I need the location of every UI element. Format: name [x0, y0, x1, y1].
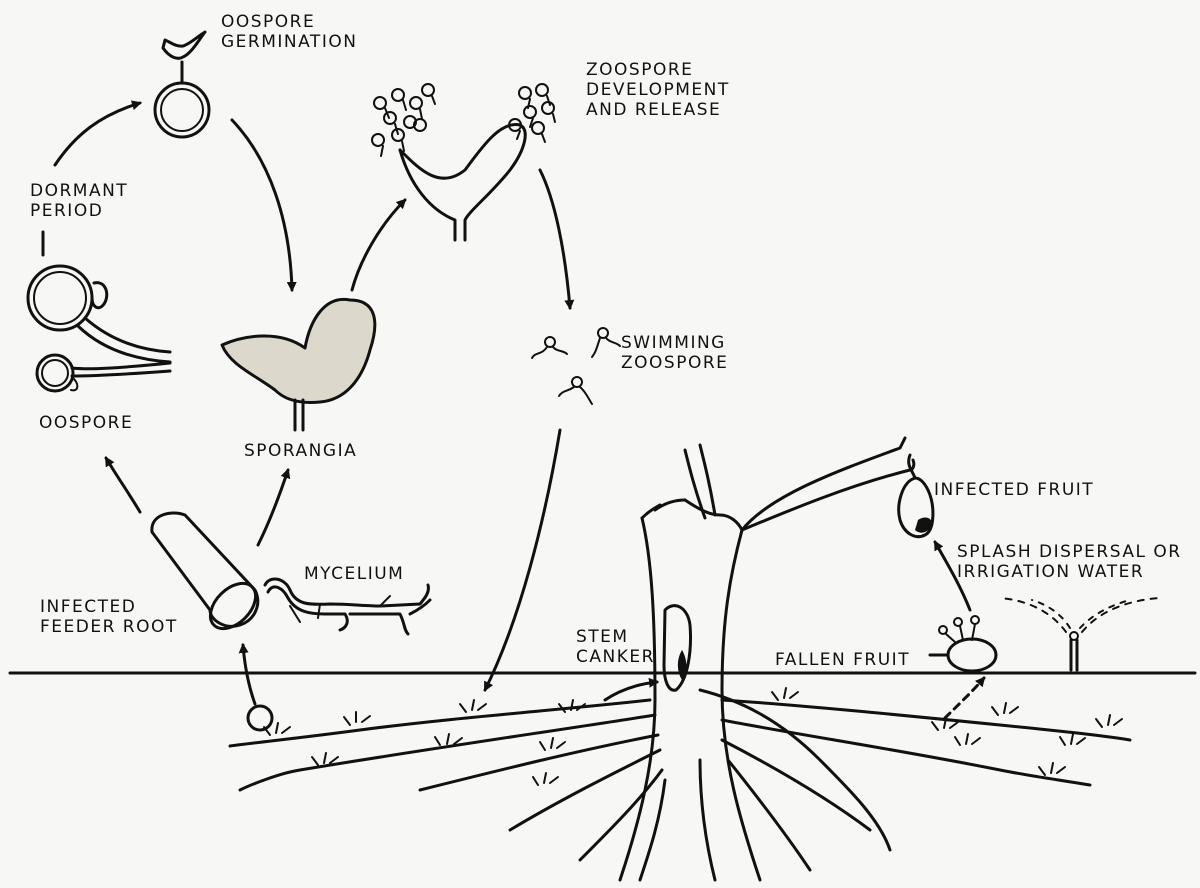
fallen-fruit [930, 616, 996, 671]
arrow-root-to-oospore [106, 458, 140, 512]
zoosporangium [372, 84, 555, 240]
arrow-soil-to-canker [605, 682, 657, 700]
mycelium [265, 579, 430, 634]
label-mycelium: MYCELIUM [304, 564, 404, 584]
label-sporangia: SPORANGIA [244, 441, 357, 461]
label-oospore: OOSPORE [39, 413, 133, 433]
arrow-dormant-to-germination [55, 103, 140, 165]
label-infected-fruit: INFECTED FRUIT [934, 480, 1094, 500]
label-infected-feeder-root: INFECTED FEEDER ROOT [40, 597, 178, 637]
oospores [28, 266, 170, 391]
label-zoospore-development: ZOOSPORE DEVELOPMENT AND RELEASE [586, 60, 730, 120]
sprinkler [1000, 598, 1160, 670]
label-oospore-germination: OOSPORE GERMINATION [221, 12, 357, 52]
roots [230, 690, 1130, 880]
label-dormant-period: DORMANT PERIOD [30, 181, 128, 221]
arrow-germination-to-sporangia [232, 120, 292, 290]
arrow-swimming-to-soil [485, 430, 560, 690]
label-fallen-fruit: FALLEN FRUIT [775, 650, 910, 670]
label-splash-dispersal: SPLASH DISPERSAL OR IRRIGATION WATER [957, 542, 1182, 582]
infected-fruit [899, 455, 933, 537]
arrow-zoosporangium-to-swimming [540, 170, 570, 308]
arrow-soil-to-fallen [945, 678, 984, 718]
rootlets [264, 688, 1122, 785]
soil-spore [248, 706, 272, 730]
swimming-zoospores [532, 328, 620, 404]
stem-canker-lesion [664, 606, 690, 691]
arrow-root-to-sporangia [258, 470, 288, 545]
label-swimming-zoospore: SWIMMING ZOOSPORE [621, 333, 728, 373]
sporangium [222, 299, 375, 430]
label-stem-canker: STEM CANKER [576, 627, 655, 667]
arrow-sporangia-to-zoosporangium [352, 200, 405, 290]
germinating-oospore [155, 32, 209, 137]
arrows [43, 103, 984, 718]
